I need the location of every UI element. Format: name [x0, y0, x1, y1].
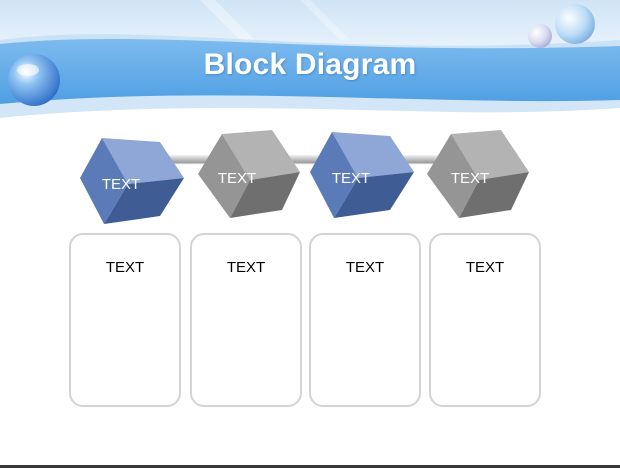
box-label: TEXT [345, 259, 385, 276]
block-cube-1: TEXT [80, 138, 186, 234]
header-wave-background [0, 0, 620, 140]
text-box-1: TEXT [69, 233, 181, 407]
box-label: TEXT [105, 259, 145, 276]
cube-label: TEXT [217, 170, 257, 187]
cube-label: TEXT [450, 170, 490, 187]
box-label: TEXT [226, 259, 266, 276]
cube-shape [198, 130, 300, 218]
connector-rod [385, 155, 450, 163]
block-cube-2: TEXT [198, 130, 304, 226]
connector-rod [150, 155, 215, 163]
text-box-3: TEXT [309, 233, 421, 407]
text-box-4: TEXT [429, 233, 541, 407]
cube-shape [427, 130, 529, 218]
block-cube-3: TEXT [310, 132, 416, 228]
bottom-divider [0, 465, 620, 468]
connector-rod [265, 155, 335, 163]
cube-shape [310, 132, 414, 218]
block-cube-4: TEXT [427, 130, 533, 226]
cube-label: TEXT [331, 170, 371, 187]
text-box-2: TEXT [190, 233, 302, 407]
slide-title: Block Diagram [203, 48, 417, 81]
cube-label: TEXT [101, 176, 141, 193]
box-label: TEXT [465, 259, 505, 276]
cube-shape [80, 138, 184, 224]
